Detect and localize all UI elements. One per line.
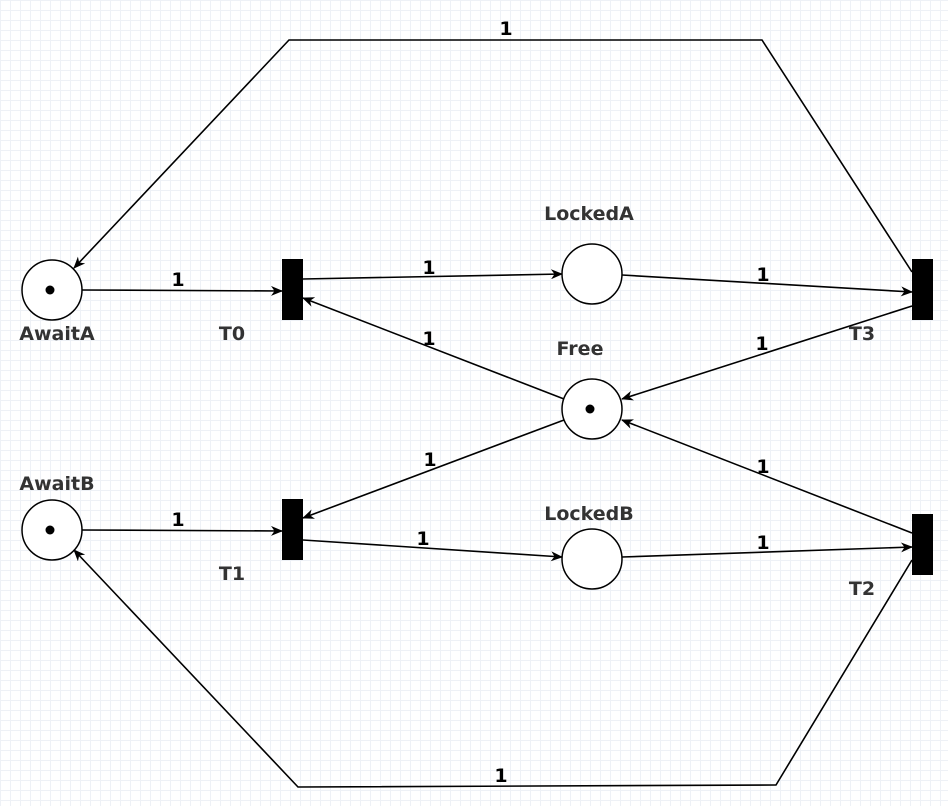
arc-free-t1[interactable]: [302, 419, 565, 519]
weight-t3-free: 1: [755, 333, 768, 355]
label-awaitA: AwaitA: [19, 323, 95, 345]
weight-t1-lockedB: 1: [416, 528, 429, 550]
weight-free-t0: 1: [422, 328, 435, 350]
label-lockedB: LockedB: [544, 503, 634, 525]
weight-awaitA-t0: 1: [171, 269, 184, 291]
arc-awaitB-t1[interactable]: [81, 525, 283, 536]
arc-t2-awaitB[interactable]: [73, 549, 913, 788]
arc-t1-lockedB[interactable]: [302, 539, 563, 562]
label-t0: T0: [219, 323, 245, 345]
place-awaitB[interactable]: [21, 499, 83, 561]
arc-weights: 1 1 1 1 1 1 1 1 1 1 1 1: [171, 18, 769, 787]
arc-t3-free[interactable]: [621, 305, 913, 401]
label-t3: T3: [849, 323, 875, 345]
label-lockedA: LockedA: [544, 203, 634, 225]
transitions: [282, 259, 933, 575]
token-awaitB: [45, 525, 55, 535]
arc-free-t0[interactable]: [302, 297, 565, 400]
transition-t3[interactable]: [912, 259, 933, 320]
place-awaitA[interactable]: [21, 259, 83, 321]
weight-lockedA-t3: 1: [756, 264, 769, 286]
label-awaitB: AwaitB: [19, 473, 94, 495]
weight-lockedB-t2: 1: [756, 532, 769, 554]
arc-t0-lockedA[interactable]: [302, 269, 563, 280]
arcs: [73, 39, 913, 788]
place-lockedB[interactable]: [561, 528, 623, 590]
weight-t2-free: 1: [756, 456, 769, 478]
arc-lockedB-t2[interactable]: [621, 542, 913, 558]
label-t2: T2: [849, 578, 875, 600]
weight-awaitB-t1: 1: [171, 509, 184, 531]
arc-awaitA-t0[interactable]: [81, 285, 283, 296]
place-lockedA[interactable]: [561, 243, 623, 305]
transition-t2[interactable]: [912, 514, 933, 575]
node-labels: AwaitA LockedA Free AwaitB LockedB T0 T1…: [19, 203, 875, 600]
weight-t3-awaitA: 1: [499, 18, 512, 40]
transition-t1[interactable]: [282, 499, 303, 560]
weight-t0-lockedA: 1: [422, 257, 435, 279]
arc-t3-awaitA[interactable]: [73, 39, 913, 273]
transition-t0[interactable]: [282, 259, 303, 320]
token-free: [585, 404, 595, 414]
weight-t2-awaitB: 1: [494, 765, 507, 787]
weight-free-t1: 1: [423, 449, 436, 471]
arc-t2-free[interactable]: [621, 419, 913, 534]
token-awaitA: [45, 285, 55, 295]
label-t1: T1: [219, 563, 245, 585]
places: [21, 243, 623, 590]
arc-lockedA-t3[interactable]: [621, 274, 913, 297]
place-free[interactable]: [561, 378, 623, 440]
label-free: Free: [557, 338, 604, 360]
